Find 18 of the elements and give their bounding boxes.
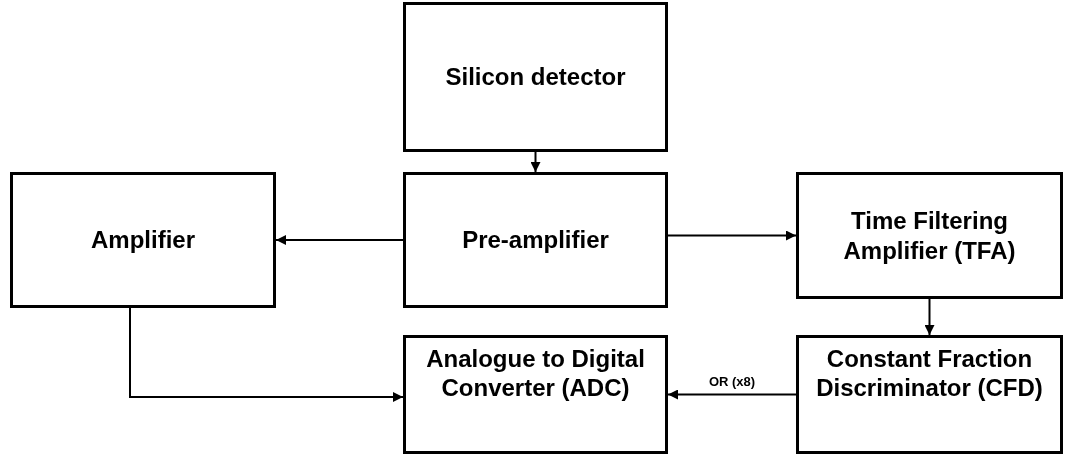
box-label: Pre-amplifier [462, 225, 609, 255]
arrow [667, 230, 797, 241]
box-label: Silicon detector [445, 62, 626, 92]
process-box [10, 172, 276, 308]
arrow [667, 389, 797, 400]
process-box [796, 335, 1063, 454]
arrow [530, 151, 541, 173]
arrow [129, 307, 404, 402]
arrow [275, 235, 404, 245]
process-box [403, 2, 668, 152]
process-box [403, 172, 668, 308]
arrow [924, 298, 935, 336]
process-box [796, 172, 1063, 299]
box-label: Constant Fraction Discriminator (CFD) [815, 344, 1044, 403]
box-label: Amplifier [91, 225, 195, 255]
box-label: Time Filtering Amplifier (TFA) [842, 206, 1017, 265]
box-label: Analogue to Digital Converter (ADC) [425, 344, 646, 403]
process-box [403, 335, 668, 454]
